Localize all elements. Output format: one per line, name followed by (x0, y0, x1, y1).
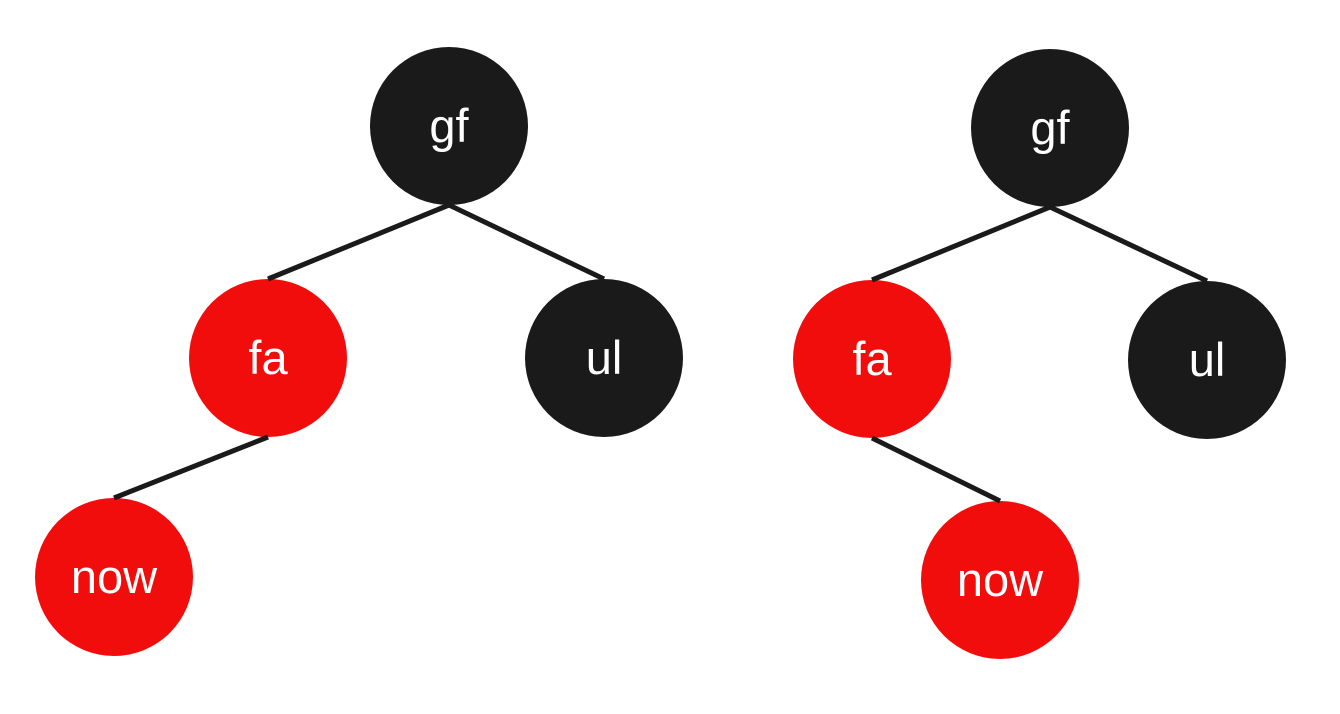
node-now-circle (921, 501, 1079, 659)
node-ul-label: ul (1189, 333, 1226, 386)
node-fa-label: fa (248, 331, 288, 384)
node-fa-circle (793, 280, 951, 438)
node-gf-circle (370, 47, 528, 205)
edge-gf-fa (871, 204, 1051, 283)
tree-right: gf fa ul now (793, 49, 1286, 659)
node-gf-circle (971, 49, 1129, 207)
tree-left: gf fa ul now (35, 47, 683, 656)
node-now-circle (35, 498, 193, 656)
edge-gf-fa (267, 202, 450, 282)
node-now-label: now (957, 553, 1044, 606)
node-now-label: now (71, 550, 158, 603)
node-ul-label: ul (586, 331, 623, 384)
node-gf-label: gf (429, 99, 469, 152)
node-ul-circle (1128, 281, 1286, 439)
node-fa-label: fa (852, 332, 892, 385)
edge-gf-ul (447, 202, 606, 282)
node-ul-circle (525, 279, 683, 437)
edge-fa-now (870, 435, 1002, 504)
node-fa-circle (189, 279, 347, 437)
node-gf-label: gf (1030, 101, 1070, 154)
edge-fa-now (113, 434, 269, 501)
edge-gf-ul (1048, 204, 1209, 284)
